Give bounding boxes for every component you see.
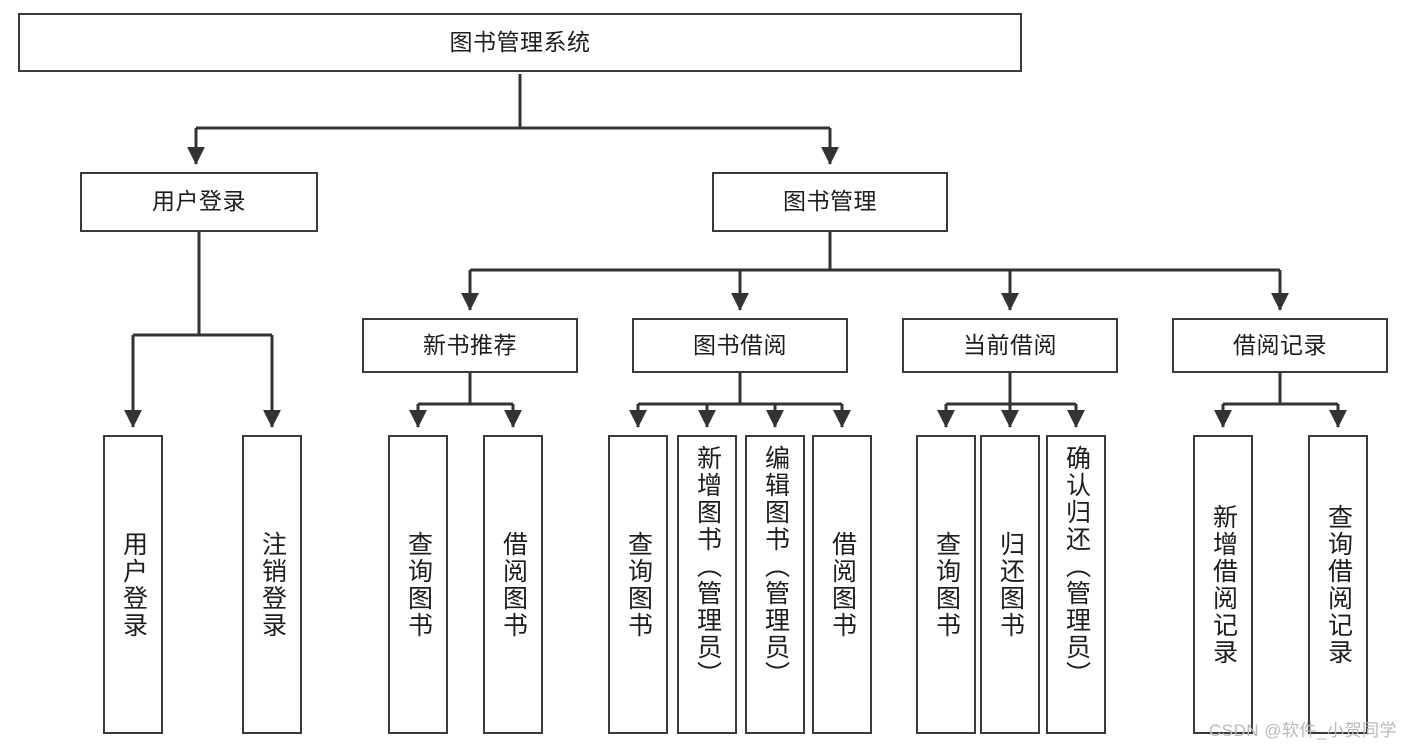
node-leaf-current-return-book[interactable]: 归还图书 <box>980 435 1040 734</box>
node-root-book-management-system[interactable]: 图书管理系统 <box>18 13 1022 72</box>
node-leaf-user-login[interactable]: 用户登录 <box>103 435 163 734</box>
node-label: 注销登录 <box>258 530 287 639</box>
node-label: 新书推荐 <box>423 331 517 358</box>
node-label: 新增借阅记录 <box>1209 503 1238 666</box>
node-label: 新增图书（管理员） <box>693 445 722 688</box>
node-leaf-current-confirm-return-admin[interactable]: 确认归还（管理员） <box>1046 435 1106 734</box>
node-borrow-record[interactable]: 借阅记录 <box>1172 318 1388 373</box>
node-leaf-current-query-book[interactable]: 查询图书 <box>916 435 976 734</box>
node-label: 当前借阅 <box>963 331 1057 358</box>
node-leaf-record-add-borrow-record[interactable]: 新增借阅记录 <box>1193 435 1253 734</box>
node-leaf-borrow-lend-book[interactable]: 借阅图书 <box>812 435 872 734</box>
node-label: 用户登录 <box>152 188 246 215</box>
node-label: 查询图书 <box>624 530 653 639</box>
node-label: 查询图书 <box>404 530 433 639</box>
node-user-login[interactable]: 用户登录 <box>80 172 318 232</box>
node-leaf-borrow-add-book-admin[interactable]: 新增图书（管理员） <box>677 435 737 734</box>
node-label: 图书管理系统 <box>449 28 591 55</box>
node-leaf-record-query-borrow-record[interactable]: 查询借阅记录 <box>1308 435 1368 734</box>
node-book-borrow[interactable]: 图书借阅 <box>632 318 848 373</box>
node-label: 图书借阅 <box>693 331 787 358</box>
node-current-borrow[interactable]: 当前借阅 <box>902 318 1118 373</box>
node-label: 借阅图书 <box>499 530 528 639</box>
node-leaf-borrow-edit-book-admin[interactable]: 编辑图书（管理员） <box>745 435 805 734</box>
node-label: 查询图书 <box>932 530 961 639</box>
node-label: 归还图书 <box>996 530 1025 639</box>
node-leaf-borrow-query-book[interactable]: 查询图书 <box>608 435 668 734</box>
csdn-watermark: CSDN @软件_小贺同学 <box>1208 721 1397 740</box>
node-label: 借阅图书 <box>828 530 857 639</box>
node-label: 查询借阅记录 <box>1324 503 1353 666</box>
node-label: 编辑图书（管理员） <box>761 445 790 688</box>
node-label: 确认归还（管理员） <box>1062 445 1091 688</box>
node-leaf-recommend-borrow-book[interactable]: 借阅图书 <box>483 435 543 734</box>
node-label: 用户登录 <box>119 530 148 639</box>
node-label: 图书管理 <box>783 188 877 215</box>
node-label: 借阅记录 <box>1233 331 1327 358</box>
node-leaf-recommend-query-book[interactable]: 查询图书 <box>388 435 448 734</box>
node-new-book-recommend[interactable]: 新书推荐 <box>362 318 578 373</box>
node-book-manage[interactable]: 图书管理 <box>712 172 948 232</box>
node-leaf-user-logout[interactable]: 注销登录 <box>242 435 302 734</box>
